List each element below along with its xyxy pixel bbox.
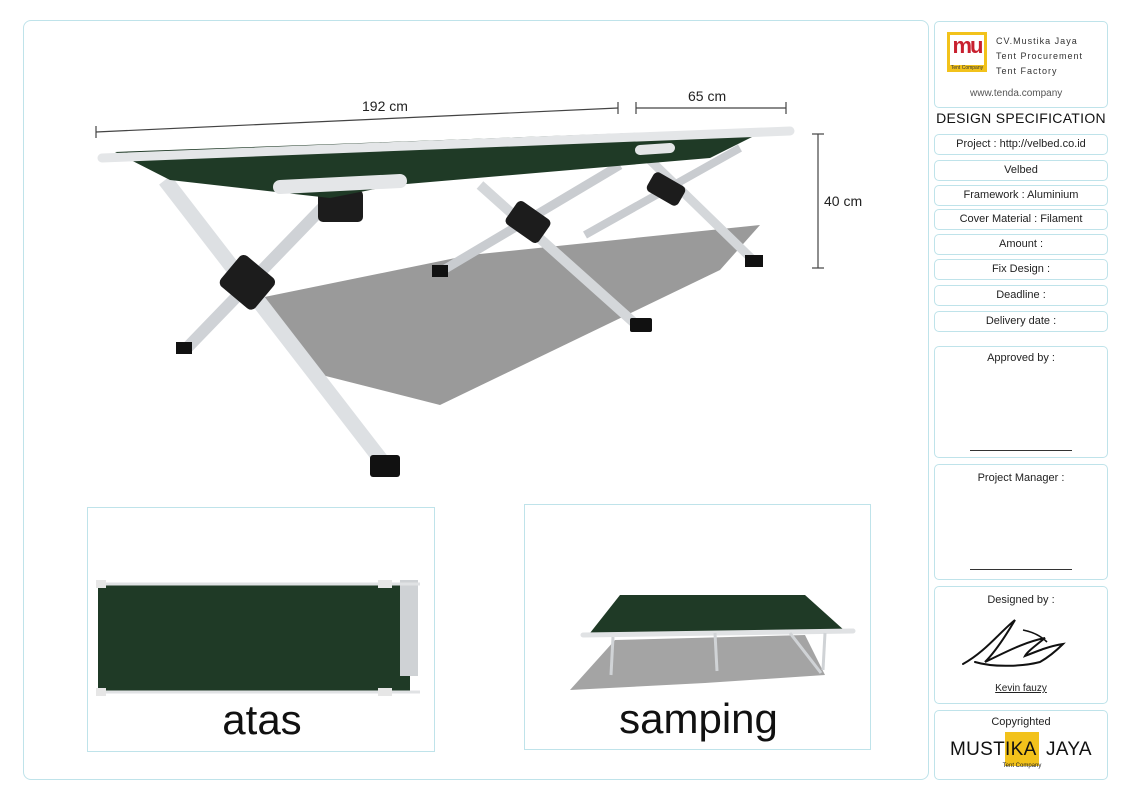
project-manager-label: Project Manager : — [977, 472, 1065, 484]
company-logo — [947, 32, 987, 72]
designed-by-label: Designed by : — [987, 594, 1055, 606]
brand-tagline: Tent Company — [1002, 763, 1042, 769]
length-dimension: 192 cm — [362, 98, 408, 114]
cot-perspective-drawing — [95, 102, 824, 477]
field-delivery-date: Delivery date : — [934, 311, 1108, 332]
cot-shadow — [250, 225, 760, 405]
brand-name-left: MUSTIKA — [950, 739, 1037, 760]
approved-by-box — [934, 346, 1108, 458]
spec-title: DESIGN SPECIFICATION — [936, 110, 1106, 126]
top-view-drawing — [96, 580, 420, 696]
approved-by-signature-line — [970, 450, 1072, 451]
brand-logo-badge — [1005, 732, 1039, 766]
top-view-panel: atas — [87, 507, 435, 752]
side-view-label: samping — [619, 695, 778, 742]
designer-name: Kevin fauzy — [995, 683, 1047, 694]
company-header — [934, 21, 1108, 108]
designer-signature — [962, 619, 1066, 667]
field-deadline: Deadline : — [934, 285, 1108, 306]
side-view-drawing — [570, 595, 856, 690]
width-dimension: 65 cm — [688, 88, 727, 104]
company-website: www.tenda.company — [970, 88, 1063, 99]
top-view-label: atas — [222, 696, 302, 743]
field-project: Project : http://velbed.co.id — [934, 134, 1108, 155]
company-tagline-1: Tent Procurement — [996, 51, 1084, 61]
field-fix-design: Fix Design : — [934, 259, 1108, 280]
logo-tagline: Tent Company — [950, 65, 984, 71]
company-tagline-2: Tent Factory — [996, 66, 1058, 76]
company-name: CV.Mustika Jaya — [996, 36, 1078, 46]
field-framework: Framework : Aluminium — [934, 185, 1108, 206]
brand-name-right: JAYA — [1046, 739, 1092, 760]
copyright-label: Copyrighted — [991, 716, 1051, 728]
approved-by-label: Approved by : — [987, 352, 1055, 364]
side-view-panel: samping — [524, 504, 871, 750]
project-manager-box — [934, 464, 1108, 580]
field-product: Velbed — [934, 160, 1108, 181]
logo-mark: mu — [952, 33, 984, 58]
field-amount: Amount : — [934, 234, 1108, 255]
height-dimension: 40 cm — [824, 193, 863, 209]
field-cover-material: Cover Material : Filament — [934, 209, 1108, 230]
project-manager-signature-line — [970, 569, 1072, 570]
